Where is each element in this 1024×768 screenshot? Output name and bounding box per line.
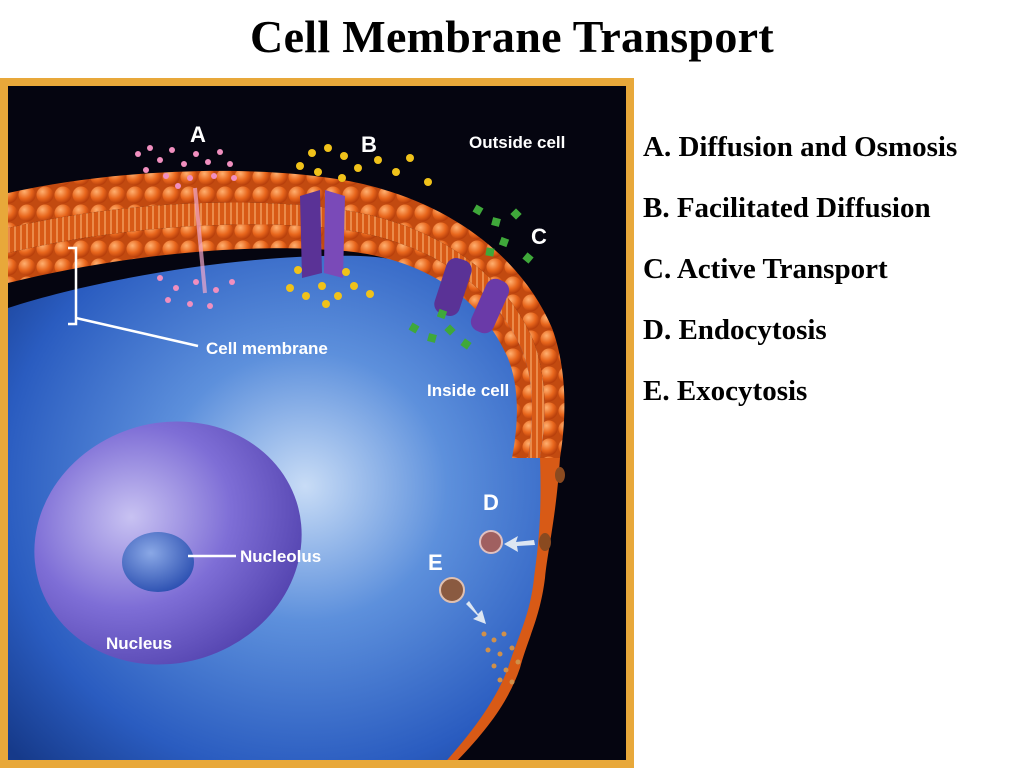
legend-item-exocytosis: E. Exocytosis	[643, 375, 808, 407]
label-nucleus: Nucleus	[106, 634, 172, 653]
nucleolus	[122, 532, 194, 592]
membrane-bracket	[68, 246, 78, 326]
legend-item-diffusion: A. Diffusion and Osmosis	[643, 131, 958, 163]
cell-membrane	[8, 170, 565, 459]
slide-title: Cell Membrane Transport	[250, 11, 774, 62]
protein-channel-b	[300, 190, 345, 278]
exocytosis-vesicle	[439, 577, 465, 603]
exocytosis-arrow	[466, 601, 486, 624]
label-d: D	[483, 490, 499, 515]
cell-diagram: A B C D E Outside cell Inside cell Cell …	[0, 78, 634, 768]
legend-item-endocytosis: D. Endocytosis	[643, 314, 827, 346]
label-outside-cell: Outside cell	[469, 133, 565, 152]
membrane-inner-layer	[8, 224, 533, 458]
released-particles	[481, 631, 521, 685]
membrane-particle	[539, 533, 551, 551]
label-c: C	[531, 224, 547, 249]
particles-b	[286, 144, 432, 308]
protein-pump-c1	[434, 258, 472, 316]
particles-c	[408, 204, 534, 350]
endocytosis-vesicle	[479, 530, 503, 554]
diffusion-path	[193, 187, 207, 294]
transport-types-list: A. Diffusion and Osmosis B. Facilitated …	[643, 128, 957, 433]
label-inside-cell: Inside cell	[427, 381, 509, 400]
label-cell-membrane: Cell membrane	[206, 339, 328, 358]
label-a: A	[190, 122, 206, 147]
label-e: E	[428, 550, 443, 575]
protein-pump-c2	[470, 278, 510, 334]
membrane-lower	[447, 458, 560, 760]
particles-a	[135, 145, 237, 309]
label-b: B	[361, 132, 377, 157]
membrane-leader-line	[75, 316, 199, 348]
endocytosis-arrow	[504, 536, 535, 552]
membrane-tails	[8, 202, 545, 458]
legend-item-active-transport: C. Active Transport	[643, 253, 888, 285]
membrane-particle	[555, 467, 565, 483]
legend-item-facilitated-diffusion: B. Facilitated Diffusion	[643, 192, 931, 224]
label-nucleolus: Nucleolus	[240, 547, 321, 566]
